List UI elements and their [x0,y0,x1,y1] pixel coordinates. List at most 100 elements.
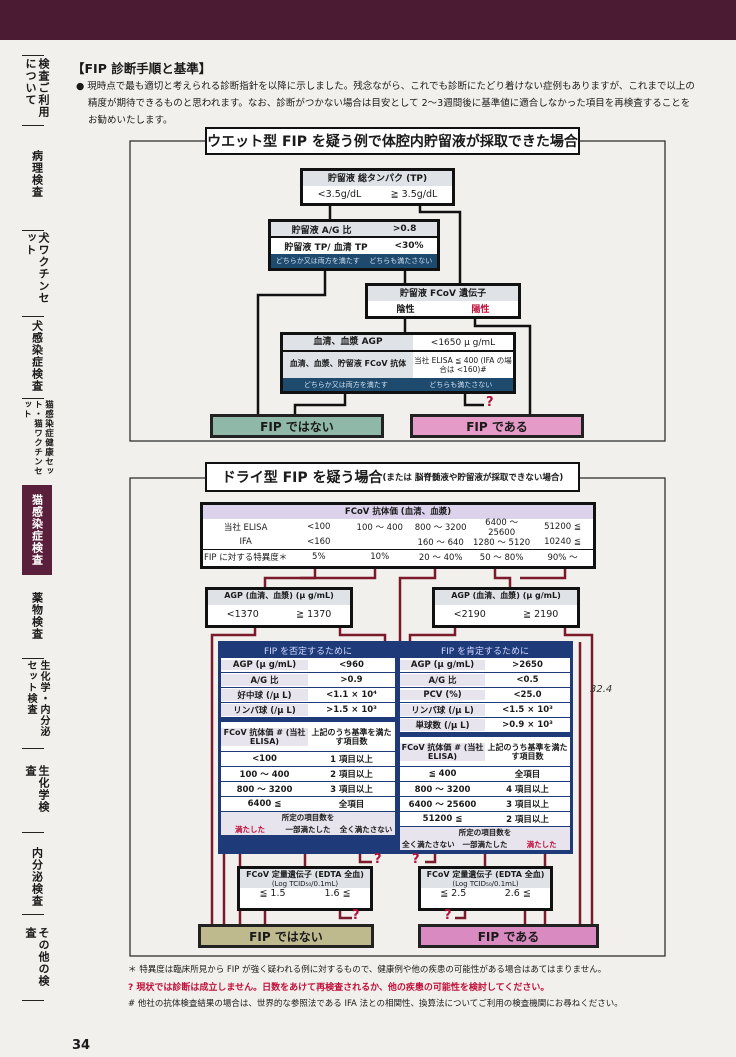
agp-left-low: <1370 [226,608,259,620]
sidebar-item-cat-set[interactable]: 猫感染症健康セット・猫ワクチンセット [21,400,54,476]
agp-label: 血清、血漿 AGP [283,335,413,350]
sidebar-item-endocrine[interactable]: 内分泌検査 [30,847,44,907]
criteria-row: リンパ球 (/μ L)>1.5 × 10³ [221,703,395,718]
ab-count: 3 項目以上 [330,785,373,795]
criteria-row: 単球数 (/μ L)>0.9 × 10³ [400,718,570,733]
criteria-label: A/G 比 [221,674,308,686]
gene-label: 貯留液 FCoV 遺伝子 [368,286,518,301]
gene-left-low: ≦ 1.5 [259,888,286,899]
sidebar-item-other[interactable]: その他の検査 [24,927,50,987]
wet-title: ウエット型 FIP を疑う例で体腔内貯留液が採取できた場合 [205,127,580,155]
gene-right-unit: (Log TCID₅₀/0.1mL) [421,880,550,888]
outcome-label: 満たした [235,824,265,834]
sidebar-item-usage[interactable]: 検査ご利用について [24,58,50,118]
antibody-table-cell: 5% [312,552,326,562]
ab-count: 4 項目以上 [506,785,549,795]
ab-range: 51200 ≦ [400,814,485,824]
undetermined-mark: ? [352,908,360,923]
ab-range: 800 〜 3200 [400,783,485,795]
gene-node: 貯留液 FCoV 遺伝子 陰性陽性 [365,283,521,319]
agp-left-high: ≧ 1370 [296,608,332,620]
sidebar-item-biochem[interactable]: 生化学検査 [24,765,50,813]
criteria-value: <25.0 [513,690,542,700]
wet-not-fip: FIP ではない [210,414,384,438]
antibody-table-header: FCoV 抗体価 (血清、血漿) [203,505,593,519]
tp-ratio-label: 貯留液 TP/ 血清 TP [284,242,368,253]
antibody-table-cell: 1280 〜 5120 [473,537,531,548]
ag-yes: どちらか又は両方を満たす [275,257,360,265]
ab-head: 上記のうち基準を満たす項目数 [308,727,395,746]
criteria-label: AGP (μ g/mL) [221,660,308,670]
dry-title-sub: (または 脳脊髄液や貯留液が採取できない場合) [382,473,564,483]
ab-count: 全項目 [338,800,365,810]
agp-no: どちらも満たさない [429,380,493,389]
ab-range: 100 〜 400 [221,768,308,780]
sidebar-item-pathology[interactable]: 病理検査 [30,150,44,198]
criteria-label: リンパ球 (/μ L) [221,704,308,716]
page-number: 34 [72,1038,91,1053]
ag-node: 貯留液 A/G 比>0.8 貯留液 TP/ 血清 TP<30% どちらか又は両方… [268,219,440,271]
wet-connectors [256,205,532,415]
ag-no: どちらも満たさない [369,257,433,265]
antibody-criteria: FCoV 抗体価 # (当社 ELISA)上記のうち基準を満たす項目数≦ 400… [400,737,570,851]
antibody-table-cell: 90% 〜 [547,553,578,563]
agp-node: 血清、血漿 AGP<1650 μ g/mL 血清、血漿、貯留液 FCoV 抗体当… [280,332,516,394]
ab-range: 6400 〜 25600 [400,798,485,810]
antibody-table-cell: <100 [307,521,331,532]
agp-left-label: AGP (血清、血漿) (μ g/mL) [208,590,350,605]
ab-range: 800 〜 3200 [221,783,308,795]
ab-count: 2 項目以上 [330,770,373,780]
antibody-table-cell: <160 [307,536,331,547]
criteria-value: <1.1 × 10⁴ [326,690,377,700]
sidebar-item-cat-infection[interactable]: 猫感染症検査 [22,485,52,575]
ab-range: ≦ 400 [400,769,485,779]
antibody-table-cell: 10240 ≦ [544,536,581,547]
tp-node: 貯留液 総タンパク (TP) <3.5g/dL≧ 3.5g/dL [300,168,455,206]
intro-line: ● 現時点で最も適切と考えられる診断指針を以降に示しました。残念ながら、これでも… [76,81,695,92]
outcome-label: 満たした [526,839,557,849]
gene-left-unit: (Log TCID₅₀/0.1mL) [240,880,370,888]
antibody-table-cell: 100 〜 400 [356,522,403,533]
gene-right-high: 2.6 ≦ [504,888,531,899]
outcome-head: 所定の項目数を [281,813,335,822]
undetermined-mark: ? [374,852,382,867]
undetermined-mark: ? [412,852,420,867]
antibody-table-cell: FIP に対する特異度＊ [204,553,288,563]
outcome-label: 一部満たした [462,839,508,849]
ag-label: 貯留液 A/G 比 [291,225,352,236]
antibody-table-cell: 20 〜 40% [418,553,463,563]
criteria-row: AGP (μ g/mL) <960 [221,658,395,673]
gene-left-high: 1.6 ≦ [324,888,351,899]
criteria-value: <960 [339,660,364,670]
intro-text: ● 現時点で最も適切と考えられる診断指針を以降に示しました。残念ながら、これでも… [76,78,695,129]
gene-left-label: FCoV 定量遺伝子 (EDTA 全血) [240,869,370,880]
antibody-table-cell: 6400 〜 25600 [485,517,519,538]
outcome-label: 全く満たさない [402,839,455,849]
antibody-table-cell: 800 〜 3200 [414,522,467,533]
ab-row: 800 〜 3200 3 項目以上 [221,782,395,797]
gene-right-label: FCoV 定量遺伝子 (EDTA 全血) [421,869,550,880]
top-bar [0,0,736,40]
sidebar-item-drug[interactable]: 薬物検査 [30,592,44,640]
ab-count: 3 項目以上 [506,800,549,810]
gene-pos: 陽性 [471,305,490,315]
antibody-table-cell: 160 〜 640 [417,537,464,548]
ab-head: FCoV 抗体価 # (当社 ELISA) [400,742,485,761]
ab-row: 100 〜 400 2 項目以上 [221,767,395,782]
agp-right-node: AGP (血清、血漿) (μ g/mL) <2190≧ 2190 [432,587,580,628]
sidebar-item-biochem-set[interactable]: 生化学・内分泌セット検査 [25,660,49,737]
criteria-row: AGP (μ g/mL)>2650 [400,658,570,673]
criteria-row: PCV (%)<25.0 [400,688,570,703]
ag-value: >0.8 [392,224,417,234]
sidebar-item-dog-vaccine[interactable]: 犬ワクチンセット [24,232,50,304]
tp-low: <3.5g/dL [317,189,362,200]
sidebar-item-dog-infection[interactable]: 犬感染症検査 [30,320,44,392]
agp-yes: どちらか又は両方を満たす [303,380,388,389]
